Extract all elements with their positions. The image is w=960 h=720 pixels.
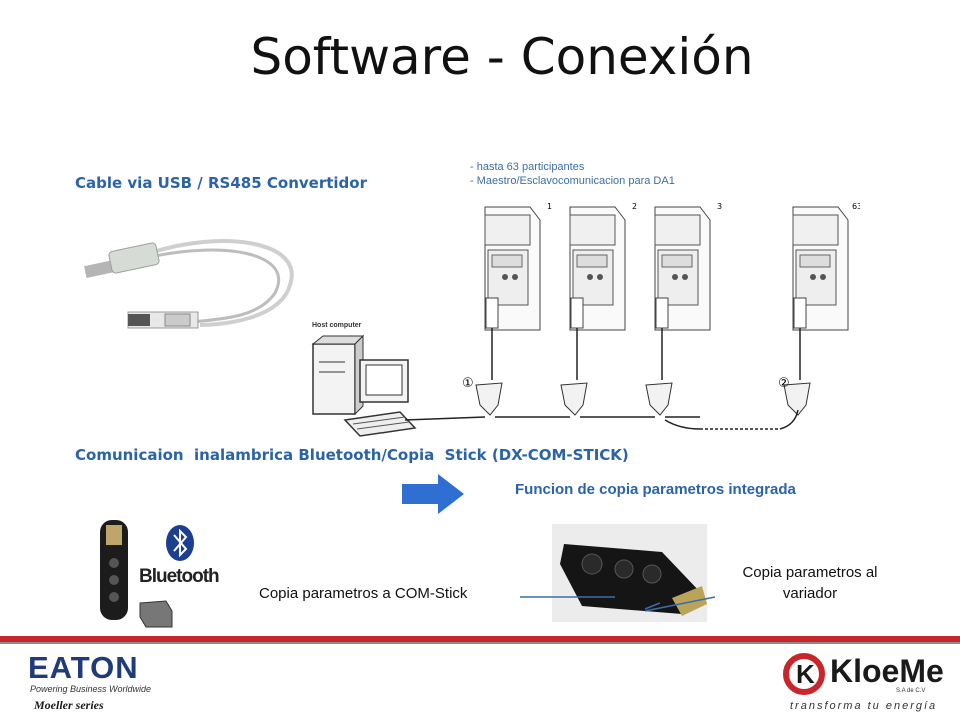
connector-marker-2: ② (778, 376, 790, 391)
drive-network-diagram: 1 2 3 63 ① ② (404, 202, 860, 430)
svg-text:K: K (796, 659, 815, 689)
drive-unit (783, 206, 849, 416)
footer-grey-line (0, 642, 960, 644)
bluetooth-logo-text: Bluetooth (139, 566, 220, 587)
kloeme-logo-mark: K (783, 653, 825, 695)
drive-unit (645, 206, 711, 416)
right-arrow-icon (402, 474, 464, 514)
drive-number-63: 63 (852, 202, 860, 211)
usb-rs485-cable-image (84, 239, 294, 329)
pointer-lines (520, 596, 660, 610)
copy-to-drive-line-1: Copia parametros al (742, 564, 878, 581)
copy-to-stick-label: Copia parametros a COM-Stick (259, 585, 468, 602)
copy-function-label: Funcion de copia parametros integrada (515, 481, 796, 498)
wireless-label: Comunicaion inalambrica Bluetooth/Copia … (75, 446, 629, 464)
note-master-slave: - Maestro/Esclavocomunicacion para DA1 (470, 175, 675, 187)
copy-to-drive-line-2: variador (782, 585, 838, 602)
drive-number-1: 1 (547, 202, 552, 211)
eaton-logo: EATON (28, 650, 139, 685)
moeller-series-logo: Moeller series (34, 698, 104, 712)
kloeme-tagline: transforma tu energía (790, 700, 938, 712)
drive-unit (560, 206, 626, 416)
network-notes: - hasta 63 participantes - Maestro/Escla… (470, 160, 675, 188)
connector-marker-1: ① (462, 376, 474, 391)
copy-to-drive-label: Copia parametros al variador (713, 562, 907, 604)
kloeme-logo-text: KloeMe (830, 653, 944, 689)
com-stick-bluetooth-image (100, 520, 194, 628)
drive-number-2: 2 (632, 202, 637, 211)
drive-number-3: 3 (717, 202, 722, 211)
eaton-tagline: Powering Business Worldwide (30, 684, 152, 694)
kloeme-company-type: S.A de C.V (896, 688, 926, 694)
host-computer-label: Host computer (312, 322, 362, 329)
slide-title: Software - Conexión (250, 28, 754, 86)
cable-label: Cable via USB / RS485 Convertidor (75, 174, 367, 192)
footer-red-line (0, 636, 960, 642)
pointer-line-drive (644, 596, 716, 612)
note-participants: - hasta 63 participantes (470, 161, 585, 173)
host-computer-image (311, 334, 417, 437)
drive-unit (475, 206, 541, 416)
